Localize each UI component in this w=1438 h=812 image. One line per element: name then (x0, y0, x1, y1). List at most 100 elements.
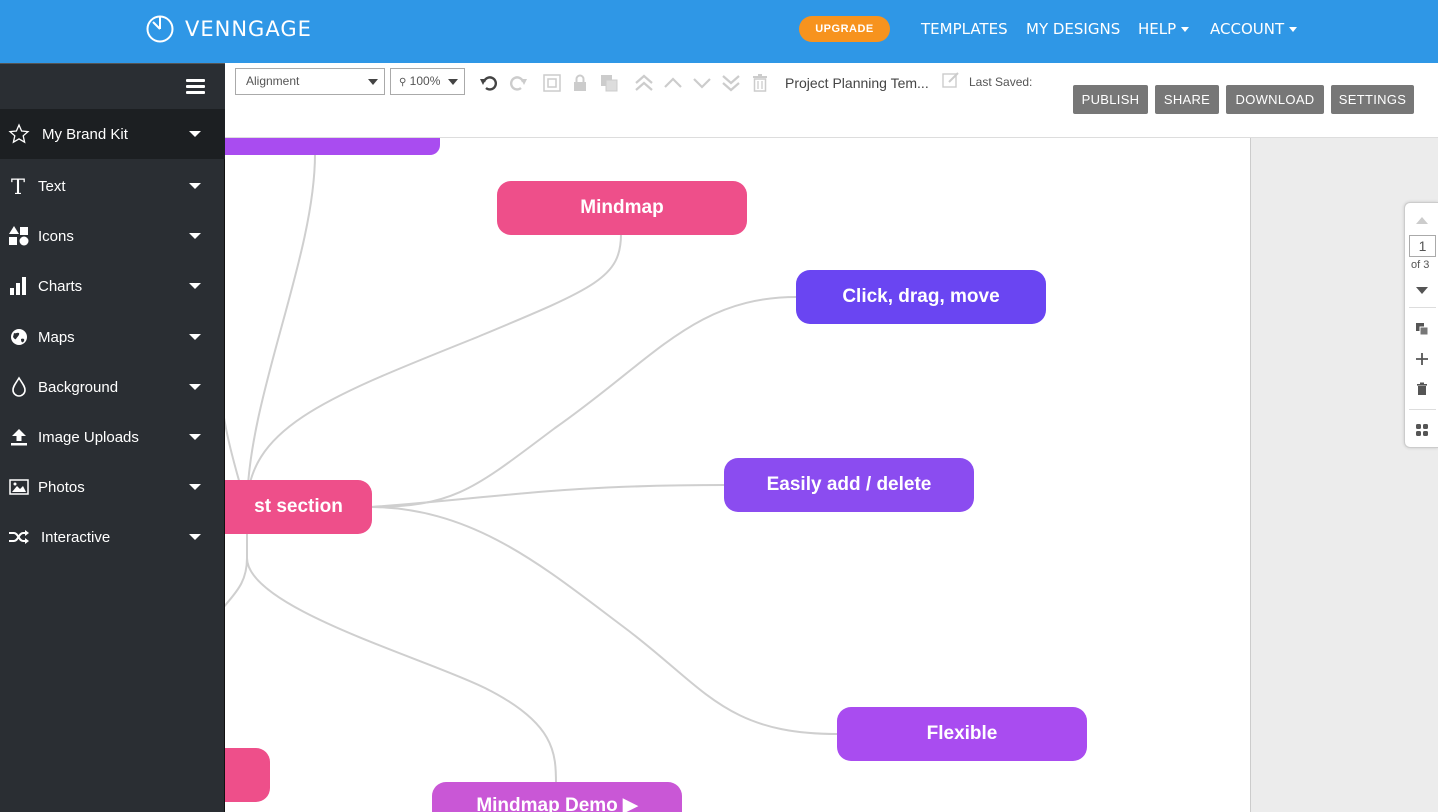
brand-logo[interactable]: VENNGAGE (145, 14, 312, 44)
text-icon: T (8, 175, 30, 197)
zoom-value: 100% (409, 74, 441, 88)
chevron-down-icon (189, 384, 201, 390)
download-button[interactable]: DOWNLOAD (1226, 85, 1324, 114)
undo-icon[interactable] (479, 73, 499, 93)
sidebar-item-my-brand-kit[interactable]: My Brand Kit (0, 109, 225, 159)
sidebar-item-label: My Brand Kit (42, 125, 128, 143)
grid-view-icon[interactable] (1414, 422, 1430, 438)
sidebar-item-label: Charts (38, 277, 83, 295)
sidebar-item-label: Image Uploads (38, 428, 139, 446)
help-label: HELP (1138, 20, 1177, 38)
mindmap-node-top-partial[interactable] (225, 138, 440, 155)
my-designs-link[interactable]: MY DESIGNS (1026, 20, 1120, 38)
publish-button[interactable]: PUBLISH (1073, 85, 1148, 114)
sidebar-item-label: Icons (38, 227, 74, 245)
group-icon[interactable] (542, 73, 562, 93)
last-saved-status: Last Saved: (969, 75, 1033, 89)
chevron-down-icon (189, 534, 201, 540)
bar-chart-icon (8, 275, 30, 297)
editor-toolbar: Alignment ⚲ 100% Project Planning Tem...… (225, 63, 1438, 138)
hamburger-menu-icon[interactable] (186, 79, 205, 95)
account-menu[interactable]: ACCOUNT (1210, 20, 1298, 38)
duplicate-icon[interactable] (599, 73, 619, 93)
sidebar-item-charts[interactable]: Charts (0, 261, 225, 311)
shapes-icon (8, 225, 30, 247)
mindmap-node-section[interactable]: st section (225, 480, 372, 534)
sidebar-item-label: Background (38, 378, 119, 396)
chevron-down-icon (189, 434, 201, 440)
sidebar-header (0, 63, 225, 109)
mindmap-node-click-drag-move[interactable]: Click, drag, move (796, 270, 1046, 324)
mindmap-node-bottom-left-partial[interactable] (225, 748, 270, 802)
sidebar-item-label: Photos (38, 478, 85, 496)
trash-icon[interactable] (750, 73, 770, 93)
alignment-select[interactable]: Alignment (235, 68, 385, 95)
duplicate-page-icon[interactable] (1414, 321, 1430, 337)
shuffle-icon (8, 526, 30, 548)
sidebar-item-label: Maps (38, 328, 75, 346)
top-navigation-bar: VENNGAGE UPGRADE TEMPLATES MY DESIGNS HE… (0, 0, 1438, 63)
bring-forward-icon[interactable] (663, 73, 683, 93)
mindmap-node-flexible[interactable]: Flexible (837, 707, 1087, 761)
divider (1409, 409, 1436, 410)
page-number-input[interactable]: 1 (1409, 235, 1436, 257)
mindmap-node-mindmap[interactable]: Mindmap (497, 181, 747, 235)
mindmap-node-mindmap-demo[interactable]: Mindmap Demo ▶ (432, 782, 682, 812)
drop-icon (8, 376, 30, 398)
delete-page-icon[interactable] (1414, 381, 1430, 397)
sidebar-item-icons[interactable]: Icons (0, 211, 225, 261)
logo-icon (146, 15, 174, 43)
sidebar-item-image-uploads[interactable]: Image Uploads (0, 412, 225, 462)
brand-name: VENNGAGE (185, 17, 312, 41)
chevron-down-icon (448, 79, 458, 85)
chevron-down-icon (189, 131, 201, 137)
send-backward-icon[interactable] (692, 73, 712, 93)
chevron-down-icon (189, 233, 201, 239)
sidebar-item-label: Text (38, 177, 66, 195)
bring-to-front-icon[interactable] (634, 73, 654, 93)
sidebar-item-text[interactable]: T Text (0, 161, 225, 211)
divider (1409, 307, 1436, 308)
star-icon (8, 123, 30, 145)
upload-icon (8, 426, 30, 448)
edit-icon[interactable] (942, 71, 960, 94)
lock-icon[interactable] (570, 73, 590, 93)
chevron-down-icon (189, 283, 201, 289)
sidebar-item-photos[interactable]: Photos (0, 462, 225, 512)
send-to-back-icon[interactable] (721, 73, 741, 93)
sidebar: My Brand Kit T Text Icons Charts Maps (0, 63, 225, 812)
my-designs-label: MY DESIGNS (1026, 20, 1121, 38)
svg-text:T: T (11, 175, 25, 197)
chevron-down-icon (368, 79, 378, 85)
design-canvas[interactable]: Mindmap Click, drag, move Easily add / d… (225, 138, 1251, 812)
templates-label: TEMPLATES (921, 20, 1008, 38)
page-down-icon[interactable] (1414, 283, 1430, 299)
alignment-value: Alignment (246, 74, 300, 88)
account-label: ACCOUNT (1210, 20, 1285, 38)
sidebar-item-maps[interactable]: Maps (0, 312, 225, 362)
mindmap-connectors (225, 153, 838, 785)
chevron-down-icon (1289, 27, 1298, 32)
chevron-down-icon (1181, 27, 1190, 32)
chevron-down-icon (189, 183, 201, 189)
help-menu[interactable]: HELP (1138, 20, 1190, 38)
templates-link[interactable]: TEMPLATES (921, 20, 1008, 38)
upgrade-button[interactable]: UPGRADE (799, 16, 890, 42)
settings-button[interactable]: SETTINGS (1331, 85, 1414, 114)
image-icon (8, 476, 30, 498)
sidebar-item-interactive[interactable]: Interactive (0, 512, 225, 562)
redo-icon[interactable] (508, 73, 528, 93)
mindmap-node-easily-add-delete[interactable]: Easily add / delete (724, 458, 974, 512)
page-count: of 3 (1411, 259, 1430, 271)
add-page-icon[interactable] (1414, 351, 1430, 367)
page-up-icon[interactable] (1414, 212, 1430, 228)
document-title[interactable]: Project Planning Tem... (785, 75, 929, 91)
sidebar-item-label: Interactive (41, 528, 111, 546)
sidebar-item-background[interactable]: Background (0, 362, 225, 412)
globe-icon (8, 326, 30, 348)
page-navigator: 1 of 3 (1404, 202, 1438, 448)
zoom-select[interactable]: ⚲ 100% (390, 68, 465, 95)
share-button[interactable]: SHARE (1155, 85, 1219, 114)
magnifier-icon: ⚲ (399, 77, 407, 88)
chevron-down-icon (189, 334, 201, 340)
